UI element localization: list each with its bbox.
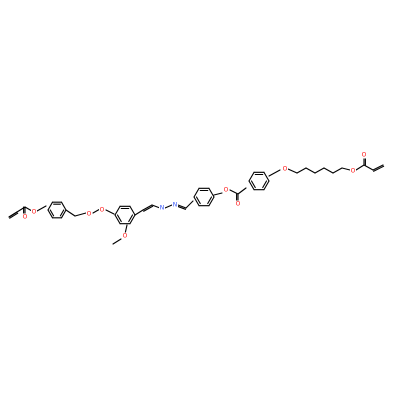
- benzene-ring-4-aromatic-bond: [262, 180, 268, 189]
- single-bond: [134, 209, 144, 216]
- vinyl-double-bond-right: [373, 165, 385, 172]
- single-bond: [24, 206, 33, 212]
- benzene-ring-2-aromatic-bond: [116, 214, 122, 223]
- alkyl-chain-bond: [314, 167, 325, 174]
- bond-layer: [8, 156, 385, 245]
- benzene-ring-4-bond: [263, 171, 270, 182]
- methoxy-oxygen-label-bg: [122, 232, 128, 240]
- alkyl-chain-bond: [341, 167, 351, 171]
- benzene-ring-4-aromatic-bond: [250, 180, 256, 189]
- imine-nitrogen-1: N: [160, 205, 165, 212]
- alkyl-chain-bond: [287, 168, 298, 174]
- imine-nitrogen-2-label-bg: [172, 201, 178, 209]
- benzene-ring-2-bond: [114, 205, 121, 216]
- benzene-ring-3-aromatic-bond: [195, 196, 201, 205]
- single-bond: [105, 209, 115, 215]
- ether-oxygen-a: O: [87, 211, 92, 218]
- carbonyl-oxygen-right-label-bg: [361, 151, 367, 159]
- ether-oxygen-right-label-bg: [282, 165, 288, 173]
- single-bond: [213, 192, 223, 196]
- vinyl-double-bond: [8, 211, 18, 218]
- ester-oxygen-right-label-bg: [350, 167, 356, 175]
- ether-oxygen-b: O: [100, 207, 105, 214]
- benzene-ring-2-bond: [129, 214, 136, 225]
- single-bond: [185, 200, 194, 209]
- single-bond: [151, 204, 161, 209]
- ether-oxygen-b-label-bg: [99, 206, 105, 214]
- benzene-ring-3-aromatic-bond: [207, 196, 213, 205]
- benzene-ring-2-bond: [114, 214, 121, 225]
- alkyl-chain-bond: [296, 167, 307, 174]
- single-bond: [237, 187, 247, 195]
- carbonyl-oxygen-mid: O: [236, 201, 241, 208]
- ester-oxygen-right: O: [351, 168, 356, 175]
- carbonyl-oxygen-left: O: [23, 214, 28, 221]
- carbonyl-oxygen-left-label-bg: [22, 213, 28, 221]
- ester-oxygen-left: O: [32, 209, 37, 216]
- imine-double-bond-2: [176, 205, 187, 210]
- ether-oxygen-right: O: [283, 166, 288, 173]
- ester-oxygen-mid: O: [224, 187, 229, 194]
- single-bond: [268, 169, 281, 177]
- imine-double-bond-2: [177, 204, 187, 209]
- benzene-ring-1-bond: [47, 209, 54, 219]
- alkyl-chain-bond: [305, 167, 316, 174]
- single-bond: [112, 238, 122, 245]
- single-bond: [355, 164, 365, 171]
- ester-oxygen-mid-label-bg: [223, 186, 229, 194]
- vinyl-double-bond-right: [372, 164, 384, 171]
- imine-nitrogen-1-label-bg: [159, 204, 165, 212]
- ether-oxygen-a-label-bg: [86, 210, 92, 218]
- benzene-ring-2-aromatic-bond: [128, 214, 134, 223]
- benzene-ring-4-bond: [248, 180, 255, 191]
- single-bond: [164, 204, 173, 209]
- benzene-ring-2-bond: [129, 205, 136, 216]
- single-bond: [363, 164, 374, 171]
- ester-oxygen-left-label-bg: [31, 208, 37, 216]
- single-bond: [65, 209, 76, 217]
- benzene-ring-1-aromatic-bond: [59, 209, 65, 217]
- benzene-ring-3-bond: [193, 187, 200, 198]
- benzene-ring-4-bond: [263, 180, 270, 191]
- imine-nitrogen-2: N: [173, 202, 178, 209]
- benzene-ring-3-bond: [208, 196, 215, 207]
- single-bond: [74, 212, 87, 217]
- single-bond: [92, 208, 101, 214]
- single-bond: [36, 205, 47, 212]
- benzene-ring-1-bond: [60, 201, 67, 211]
- benzene-ring-3-bond: [208, 187, 215, 198]
- benzene-ring-3-bond: [193, 196, 200, 207]
- methoxy-oxygen: O: [123, 233, 128, 240]
- carbonyl-oxygen-mid-label-bg: [235, 200, 241, 208]
- single-bond: [229, 189, 239, 195]
- benzene-ring-1-bond: [47, 201, 54, 211]
- imine-double-bond: [143, 205, 154, 212]
- imine-double-bond: [142, 204, 153, 211]
- benzene-ring-1-aromatic-bond: [49, 209, 55, 217]
- benzene-ring-1-bond: [60, 209, 67, 219]
- alkyl-chain-bond: [332, 167, 343, 174]
- alkyl-chain-bond: [323, 167, 334, 174]
- benzene-ring-4-bond: [248, 171, 255, 182]
- vinyl-double-bond: [9, 212, 19, 219]
- carbonyl-oxygen-right: O: [362, 152, 367, 159]
